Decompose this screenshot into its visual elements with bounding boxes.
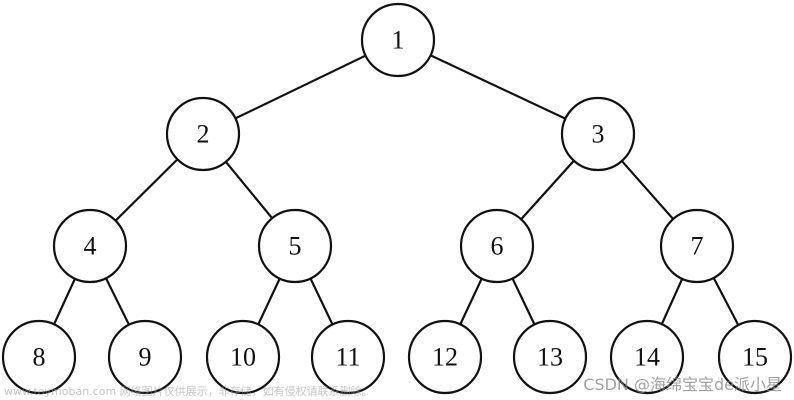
tree-node-label: 10 xyxy=(230,343,256,372)
tree-node-label: 11 xyxy=(335,343,360,372)
tree-node-label: 15 xyxy=(742,343,768,372)
tree-node-label: 14 xyxy=(634,343,660,372)
tree-node-7: 7 xyxy=(659,208,735,284)
tree-node-circle xyxy=(407,319,483,395)
tree-node-circle xyxy=(560,96,636,172)
tree-node-label: 1 xyxy=(392,26,405,55)
tree-node-13: 13 xyxy=(512,319,588,395)
tree-node-2: 2 xyxy=(165,96,241,172)
tree-node-circle xyxy=(205,319,281,395)
tree-node-1: 1 xyxy=(360,2,436,78)
tree-node-3: 3 xyxy=(560,96,636,172)
tree-node-circle xyxy=(257,208,333,284)
tree-node-label: 8 xyxy=(33,343,46,372)
tree-node-14: 14 xyxy=(609,319,685,395)
tree-node-label: 12 xyxy=(432,343,458,372)
tree-node-circle xyxy=(165,96,241,172)
tree-node-label: 5 xyxy=(289,232,302,261)
tree-node-circle xyxy=(659,208,735,284)
tree-node-label: 9 xyxy=(139,343,152,372)
website-watermark: www.toymoban.com 网络图片仅供展示，非存储，如有侵权请联系删除。 xyxy=(4,385,373,398)
tree-node-circle xyxy=(360,2,436,78)
tree-node-circle xyxy=(717,319,793,395)
tree-node-12: 12 xyxy=(407,319,483,395)
tree-node-label: 2 xyxy=(197,120,210,149)
tree-node-8: 8 xyxy=(1,319,77,395)
tree-node-circle xyxy=(1,319,77,395)
csdn-watermark: CSDN @海绵宝宝de派小星 xyxy=(583,375,782,394)
tree-node-15: 15 xyxy=(717,319,793,395)
tree-node-4: 4 xyxy=(52,208,128,284)
tree-node-circle xyxy=(310,319,386,395)
tree-node-5: 5 xyxy=(257,208,333,284)
tree-node-circle xyxy=(107,319,183,395)
tree-node-circle xyxy=(512,319,588,395)
tree-edges xyxy=(38,39,756,358)
tree-node-label: 6 xyxy=(491,232,504,261)
tree-node-label: 3 xyxy=(592,120,605,149)
tree-node-9: 9 xyxy=(107,319,183,395)
tree-node-circle xyxy=(459,208,535,284)
tree-node-10: 10 xyxy=(205,319,281,395)
tree-node-11: 11 xyxy=(310,319,386,395)
tree-node-label: 7 xyxy=(691,232,704,261)
tree-node-circle xyxy=(609,319,685,395)
tree-node-circle xyxy=(52,208,128,284)
tree-node-6: 6 xyxy=(459,208,535,284)
tree-node-label: 13 xyxy=(537,343,563,372)
tree-node-label: 4 xyxy=(84,232,97,261)
